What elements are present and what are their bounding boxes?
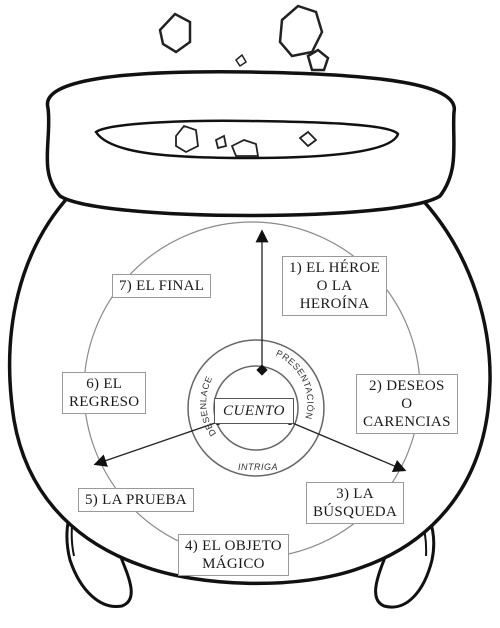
bubbles-icon [160, 6, 328, 70]
stage-7-label: 7) EL FINAL [112, 274, 211, 298]
center-label-cuento: CUENTO [214, 398, 294, 424]
stage-2-label: 2) DESEOS O CARENCIAS [356, 374, 458, 434]
stage-6-label: 6) EL REGRESO [62, 372, 146, 414]
ring-label-bottom: INTRIGA [238, 462, 278, 472]
stage-1-label: 1) EL HÉROE O LA HEROÍNA [282, 256, 387, 316]
stage-3-label: 3) LA BÚSQUEDA [306, 482, 404, 524]
stage-5-label: 5) LA PRUEBA [78, 488, 194, 512]
stage-4-label: 4) EL OBJETO MÁGICO [178, 534, 289, 576]
